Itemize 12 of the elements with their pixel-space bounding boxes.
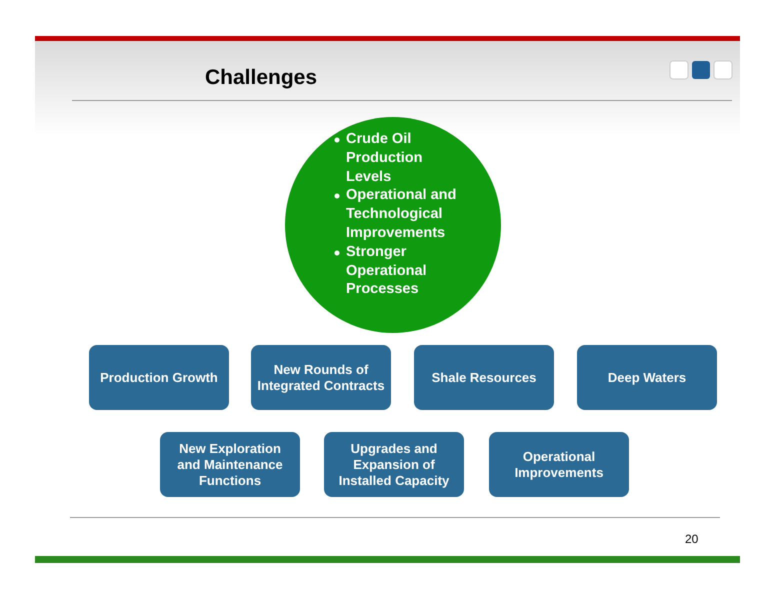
topic-box: Shale Resources xyxy=(414,345,554,410)
topic-box: Deep Waters xyxy=(577,345,717,410)
bullet-item: Crude Oil Production Levels xyxy=(346,130,465,186)
topic-box: Production Growth xyxy=(89,345,229,410)
bullet-item: Operational and Technological Improvements xyxy=(346,186,465,243)
topic-box: New Rounds of Integrated Contracts xyxy=(251,345,391,410)
topic-box: New Exploration and Maintenance Functions xyxy=(160,432,300,497)
page-number: 20 xyxy=(685,532,698,546)
topic-box: Upgrades and Expansion of Installed Capacity xyxy=(324,432,464,497)
slide-title: Challenges xyxy=(205,66,318,90)
topic-box: Operational Improvements xyxy=(489,432,629,497)
bullet-item: Stronger Operational Processes xyxy=(346,242,465,300)
